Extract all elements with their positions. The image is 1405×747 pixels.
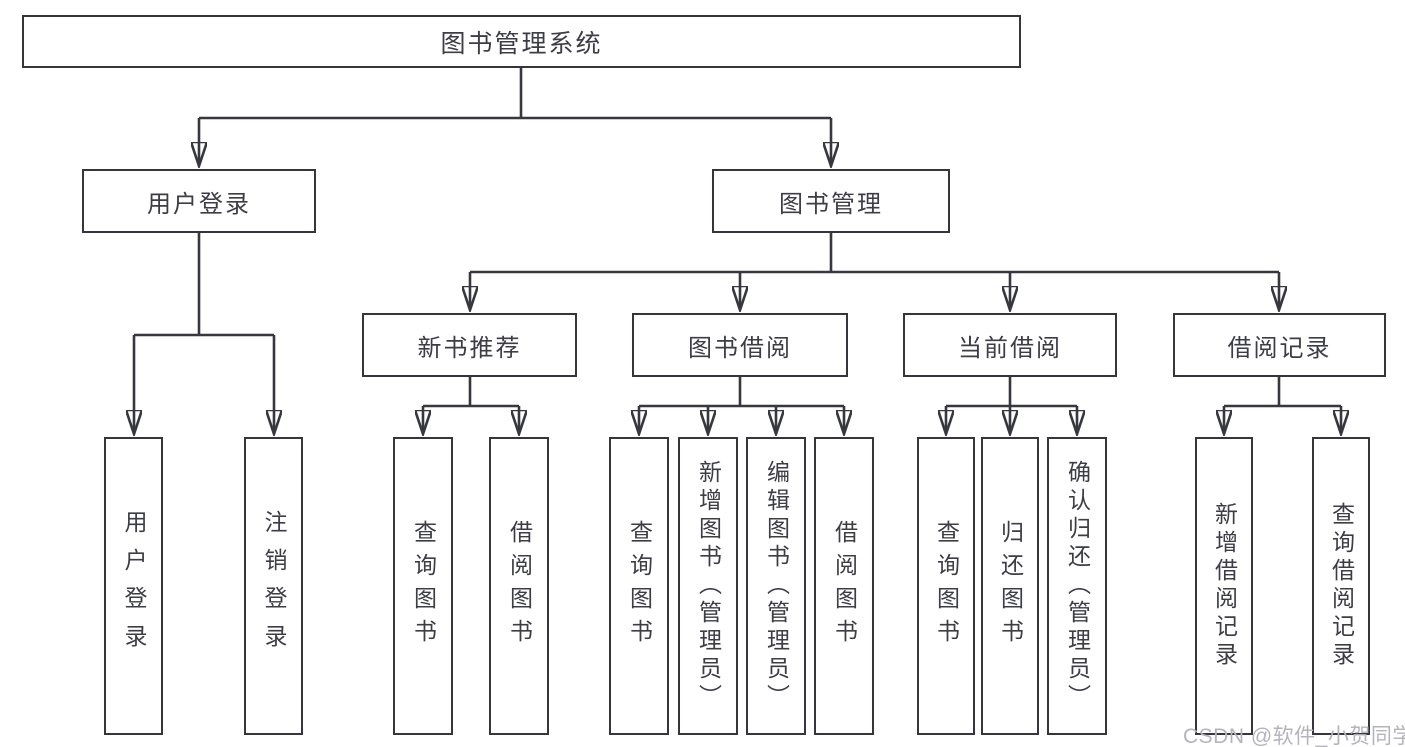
node-label: 当前借阅 xyxy=(958,334,1062,362)
leaf-label: 查询图书 xyxy=(410,520,437,652)
leaf-query-borrow-record: 查询借阅记录 xyxy=(1312,437,1370,735)
leaf-label: 用户登录 xyxy=(121,510,147,662)
leaf-edit-books-admin: 编辑图书（管理员） xyxy=(746,437,806,735)
leaf-return-books: 归还图书 xyxy=(981,437,1039,735)
node-label: 图书借阅 xyxy=(688,334,792,362)
leaf-query-books-recommend: 查询图书 xyxy=(393,437,453,735)
leaf-label: 注销登录 xyxy=(261,510,287,662)
leaf-label: 编辑图书（管理员） xyxy=(763,460,790,712)
leaf-label: 新增借阅记录 xyxy=(1211,502,1238,670)
leaf-label: 查询借阅记录 xyxy=(1328,502,1355,670)
leaf-borrow-books-recommend: 借阅图书 xyxy=(489,437,549,735)
node-label: 用户登录 xyxy=(147,190,251,218)
leaf-label: 新增图书（管理员） xyxy=(695,460,722,712)
node-new-book-recommend: 新书推荐 xyxy=(362,313,577,377)
leaf-label: 归还图书 xyxy=(997,520,1024,652)
node-label: 图书管理 xyxy=(779,190,883,218)
leaf-label: 查询图书 xyxy=(626,520,653,652)
leaf-label: 查询图书 xyxy=(933,520,960,652)
node-user-login: 用户登录 xyxy=(82,169,316,233)
leaf-label: 借阅图书 xyxy=(506,520,533,652)
leaf-confirm-return-admin: 确认归还（管理员） xyxy=(1047,437,1107,735)
leaf-user-login: 用户登录 xyxy=(104,437,163,735)
node-label: 借阅记录 xyxy=(1227,334,1332,362)
leaf-query-books-borrow: 查询图书 xyxy=(609,437,669,735)
node-borrow-records: 借阅记录 xyxy=(1173,313,1386,377)
node-book-management: 图书管理 xyxy=(712,169,950,233)
node-current-borrow: 当前借阅 xyxy=(903,313,1117,377)
leaf-add-borrow-record: 新增借阅记录 xyxy=(1195,437,1253,735)
node-book-borrow: 图书借阅 xyxy=(632,313,848,377)
node-label: 图书管理系统 xyxy=(440,29,603,58)
node-library-management-system: 图书管理系统 xyxy=(22,15,1021,68)
node-label: 新书推荐 xyxy=(417,334,522,362)
leaf-query-books-current: 查询图书 xyxy=(917,437,975,735)
leaf-label: 借阅图书 xyxy=(831,520,858,652)
leaf-borrow-books: 借阅图书 xyxy=(814,437,874,735)
leaf-label: 确认归还（管理员） xyxy=(1064,460,1091,712)
watermark-text: CSDN @软件_小贺同学 xyxy=(1183,725,1405,747)
leaf-logout: 注销登录 xyxy=(244,437,303,735)
leaf-add-books-admin: 新增图书（管理员） xyxy=(678,437,738,735)
